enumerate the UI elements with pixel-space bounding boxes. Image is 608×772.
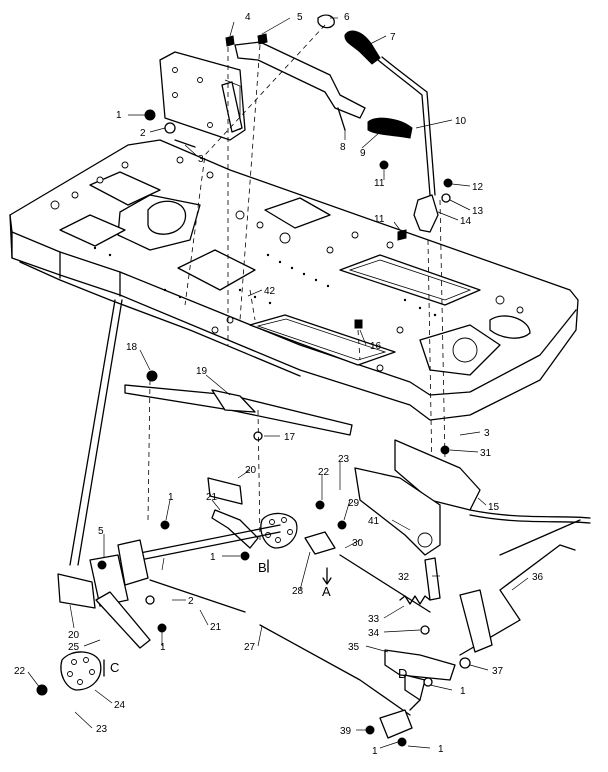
callout-13: 13 <box>472 206 484 217</box>
callout-1d: 1 <box>160 642 166 653</box>
callout-35: 35 <box>348 642 360 653</box>
callout-1f: 1 <box>372 746 378 757</box>
callout-18: 18 <box>126 342 138 353</box>
callout-34: 34 <box>368 628 380 639</box>
frame-rivet-dots <box>93 246 437 317</box>
callout-22: 22 <box>318 467 330 478</box>
view-letter-c: C <box>110 660 119 675</box>
callout-6: 6 <box>344 12 350 23</box>
callout-28: 28 <box>292 586 304 597</box>
callout-27: 27 <box>244 642 256 653</box>
frame-plate <box>9 139 579 421</box>
callout-3: 3 <box>198 154 204 165</box>
view-letter-a: A <box>322 584 331 599</box>
callout-31: 31 <box>480 448 492 459</box>
callout-15: 15 <box>488 502 500 513</box>
callout-5: 5 <box>297 12 303 23</box>
view-letter-b: B <box>258 560 267 575</box>
callout-7: 7 <box>390 32 396 43</box>
callout-23: 23 <box>338 454 350 465</box>
callout-1c: 1 <box>210 552 216 563</box>
callout-19: 19 <box>196 366 208 377</box>
callout-4: 4 <box>245 12 251 23</box>
callout-36: 36 <box>532 572 544 583</box>
callout-3b: 3 <box>484 428 490 439</box>
callout-9: 9 <box>360 148 366 159</box>
lower-pedal-linkage <box>36 477 576 747</box>
callout-1: 1 <box>116 110 122 121</box>
callout-1b: 1 <box>168 492 174 503</box>
callout-39: 39 <box>340 726 352 737</box>
callout-20: 20 <box>245 465 257 476</box>
callout-25: 25 <box>68 642 80 653</box>
callout-labels: 4 5 6 7 1 2 3 8 9 10 11 12 13 11 14 42 1… <box>14 12 544 757</box>
callout-5b: 5 <box>98 526 104 537</box>
callout-32: 32 <box>398 572 410 583</box>
leader-lines <box>27 17 529 749</box>
view-letter-labels: B A C D <box>103 559 407 681</box>
callout-21: 21 <box>206 492 218 503</box>
callout-21b: 21 <box>210 622 222 633</box>
callout-30: 30 <box>352 538 364 549</box>
callout-22b: 22 <box>14 666 26 677</box>
callout-10: 10 <box>455 116 467 127</box>
callout-1e: 1 <box>460 686 466 697</box>
callout-29: 29 <box>348 498 360 509</box>
callout-8: 8 <box>340 142 346 153</box>
view-letter-d: D <box>398 666 407 681</box>
callout-1g: 1 <box>438 744 444 755</box>
callout-2: 2 <box>140 128 146 139</box>
callout-23b: 23 <box>96 724 108 735</box>
callout-24: 24 <box>114 700 126 711</box>
mid-linkage <box>69 299 363 566</box>
callout-11: 11 <box>374 178 385 189</box>
callout-20b: 20 <box>68 630 80 641</box>
callout-11b: 11 <box>374 214 385 225</box>
callout-17: 17 <box>284 432 296 443</box>
callout-12: 12 <box>472 182 484 193</box>
callout-42: 42 <box>264 286 276 297</box>
callout-14: 14 <box>460 216 472 227</box>
callout-33: 33 <box>368 614 380 625</box>
callout-16: 16 <box>370 341 382 352</box>
callout-41: 41 <box>368 516 380 527</box>
callout-2b: 2 <box>188 596 194 607</box>
right-bracket-assembly <box>354 439 591 556</box>
callout-37: 37 <box>492 666 504 677</box>
upper-bracket-assembly <box>144 14 453 476</box>
